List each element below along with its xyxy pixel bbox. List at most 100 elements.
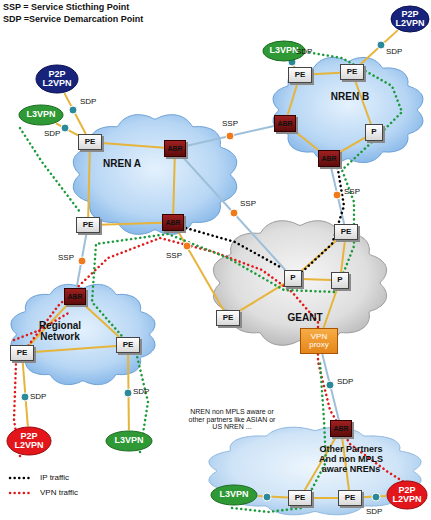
cloud-outline [73, 115, 236, 235]
ssp-point [78, 257, 86, 265]
node-label: PE [347, 68, 358, 77]
inter-domain-link [322, 354, 339, 420]
l3vpn-traffic-path [20, 128, 80, 212]
l2vpn-service: P2P L2VPN [6, 426, 52, 456]
network-name: NREN B [322, 91, 378, 102]
node-label: PE [17, 349, 28, 358]
abr-router: ABR [330, 420, 352, 437]
point-label: SDP [30, 393, 60, 402]
pe-router: PE [78, 134, 102, 150]
point-label: SDP [366, 508, 396, 517]
cloud-outline [11, 284, 155, 384]
network-name: NREN A [94, 158, 150, 169]
node-label: PE [345, 494, 356, 503]
node-label: P2P L2VPN [9, 432, 49, 451]
p-router: P [365, 124, 383, 141]
legend-row: IP traffic [8, 470, 78, 485]
abr-router: ABR [162, 214, 184, 231]
point-label: SDP [44, 130, 74, 139]
legend-sample [10, 476, 32, 479]
l3vpn-service: L3VPN [18, 104, 64, 126]
node-label: VPN proxy [304, 333, 334, 350]
pe-router: PE [116, 337, 140, 353]
legend-label: VPN traffic [40, 488, 78, 497]
point-label: SSP [58, 254, 88, 263]
service-ellipse [7, 427, 51, 455]
point-label: SDP [296, 48, 326, 57]
inter-domain-link [77, 233, 87, 288]
p-router: P [331, 272, 349, 289]
network-cloud: Regional Network ABR PE PE [8, 282, 158, 387]
pe-router: PE [76, 217, 100, 233]
point-label: SDP [80, 98, 110, 107]
node-label: PE [123, 341, 134, 350]
cloud-outline [273, 57, 423, 162]
sdp-point [124, 389, 132, 397]
abr-router: ABR [64, 288, 86, 305]
ssp-point [226, 132, 234, 140]
pe-router: PE [288, 67, 312, 83]
point-label: SSP [240, 200, 270, 209]
node-label: ABR [67, 293, 82, 301]
node-label: L3VPN [219, 490, 248, 499]
service-ellipse [19, 105, 63, 125]
node-label: PE [295, 71, 306, 80]
node-label: P [337, 276, 342, 285]
point-label: SDP [337, 378, 367, 387]
network-name: Other Partners And non MPLS aware NRENs [315, 445, 387, 475]
key-note: SDP =Service Demarcation Point [3, 15, 223, 25]
node-label: PE [85, 138, 96, 147]
abr-router: ABR [274, 115, 296, 132]
pe-router: PE [338, 490, 362, 506]
node-label: L3VPN [114, 436, 143, 445]
node-label: P2P L2VPN [38, 70, 76, 89]
network-name: Regional Network [30, 320, 90, 342]
network-link [23, 361, 28, 426]
pe-router: PE [10, 345, 34, 361]
abr-router: ABR [318, 150, 340, 167]
service-ellipse [391, 6, 429, 32]
legend: IP trafficVPN traffic [8, 470, 78, 500]
ssp-point [230, 209, 238, 217]
node-label: PE [83, 221, 94, 230]
node-label: P [371, 128, 376, 137]
legend-sample [10, 491, 32, 494]
node-label: PE [295, 494, 306, 503]
pe-router: PE [334, 224, 358, 240]
vpn-proxy: VPN proxy [300, 328, 338, 354]
node-label: L3VPN [269, 46, 298, 55]
service-ellipse [387, 481, 427, 509]
legend-label: IP traffic [40, 473, 69, 482]
p-router: P [284, 270, 302, 287]
l2vpn-service: P2P L2VPN [35, 64, 79, 94]
cloud-outline [213, 221, 386, 346]
node-label: ABR [321, 155, 336, 163]
l3vpn-service: L3VPN [210, 484, 258, 506]
point-label: SDP [386, 48, 416, 57]
key-note: SSP = Service Sticthing Point [3, 3, 223, 13]
node-label: ABR [277, 120, 292, 128]
network-name: GEANT [270, 312, 340, 323]
inter-domain-link [331, 167, 344, 224]
pe-router: PE [216, 310, 240, 326]
node-label: P [290, 274, 295, 283]
network-cloud: NREN B PE PE ABR P ABR [270, 55, 426, 165]
node-label: P2P L2VPN [393, 10, 427, 29]
ssp-point [183, 242, 191, 250]
l2vpn-service: P2P L2VPN [386, 480, 428, 510]
point-label: SSP [222, 120, 252, 129]
service-ellipse [36, 65, 78, 93]
service-ellipse [211, 485, 257, 505]
point-label: SSP [344, 188, 374, 197]
node-label: ABR [165, 219, 180, 227]
sdp-point [69, 106, 77, 114]
node-label: P2P L2VPN [389, 486, 425, 505]
sdp-point [326, 381, 334, 389]
sdp-point [21, 393, 29, 401]
sdp-point [377, 41, 385, 49]
node-label: PE [223, 314, 234, 323]
ssp-point [333, 191, 341, 199]
l3vpn-service: L3VPN [105, 430, 153, 452]
pe-router: PE [340, 64, 364, 80]
sdp-point [61, 124, 69, 132]
